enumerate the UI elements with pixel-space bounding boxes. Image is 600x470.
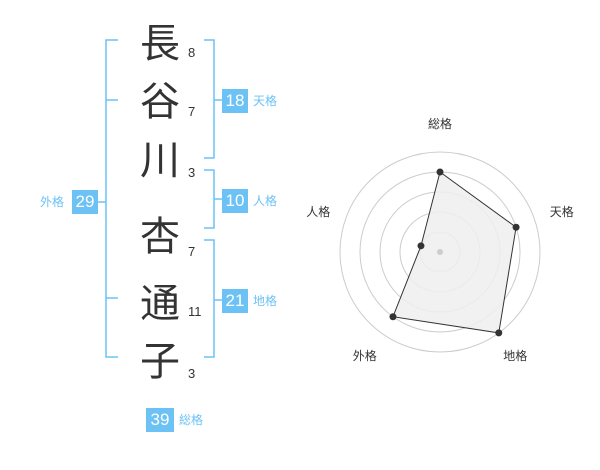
gaikaku-label: 外格 — [40, 195, 65, 209]
radar-point-5 — [417, 242, 425, 250]
stroke-count-6: 3 — [188, 366, 196, 381]
name-char-3: 川 — [140, 138, 180, 184]
stroke-count-5: 11 — [188, 304, 202, 319]
radar-center-dot — [437, 249, 443, 255]
stroke-count-2: 7 — [188, 104, 196, 119]
tenkaku-value-badge: 18 — [222, 89, 248, 113]
radar-point-2 — [512, 223, 520, 231]
gaikaku-bracket — [96, 39, 118, 358]
gaikaku-value-badge: 29 — [72, 190, 98, 214]
tenkaku-label: 天格 — [253, 94, 278, 108]
radar-label-5: 人格 — [306, 205, 331, 220]
tenkaku-bracket — [204, 39, 222, 159]
radar-label-1: 総格 — [428, 117, 453, 131]
name-char-6: 子 — [140, 339, 180, 385]
radar-polygon — [392, 171, 517, 334]
name-char-2: 谷 — [140, 79, 180, 125]
jinkaku-bracket — [204, 169, 222, 229]
radar-label-2: 天格 — [549, 205, 574, 220]
radar-label-4: 外格 — [352, 348, 377, 363]
stroke-count-3: 3 — [188, 165, 196, 180]
radar-point-3 — [495, 329, 503, 337]
radar-point-1 — [436, 168, 444, 176]
chikaku-bracket — [204, 239, 222, 358]
chikaku-label: 地格 — [253, 294, 278, 308]
radar-ring-5 — [339, 151, 541, 353]
jinkaku-value-badge: 10 — [222, 189, 248, 213]
name-char-5: 通 — [140, 281, 180, 327]
stroke-count-4: 7 — [188, 244, 196, 259]
radar-point-4 — [389, 313, 397, 321]
name-char-1: 長 — [140, 21, 180, 67]
radar-label-3: 地格 — [503, 348, 528, 363]
jinkaku-label: 人格 — [253, 194, 278, 208]
soukaku-label: 総格 — [179, 413, 204, 427]
stroke-count-1: 8 — [188, 45, 196, 60]
soukaku-value-badge: 39 — [146, 408, 174, 432]
chikaku-value-badge: 21 — [222, 289, 248, 313]
name-char-4: 杏 — [140, 214, 180, 260]
